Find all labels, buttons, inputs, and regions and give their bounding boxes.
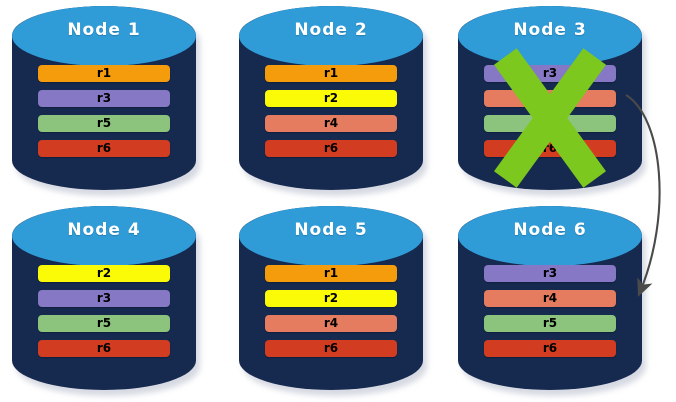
node-title: Node 6 bbox=[513, 220, 587, 240]
node-4[interactable]: Node 4 r2 r3 r5 r6 bbox=[12, 206, 200, 396]
record-bar[interactable]: r4 bbox=[265, 315, 397, 332]
record-bar[interactable]: r3 bbox=[38, 90, 170, 107]
record-bar[interactable]: r3 bbox=[38, 290, 170, 307]
record-bar[interactable]: r4 bbox=[484, 90, 616, 107]
record-list: r1 r2 r4 r6 bbox=[265, 65, 397, 157]
record-bar[interactable]: r2 bbox=[265, 90, 397, 107]
record-bar[interactable]: r4 bbox=[484, 290, 616, 307]
record-bar[interactable]: r1 bbox=[265, 265, 397, 282]
record-bar[interactable]: r6 bbox=[265, 340, 397, 357]
record-bar[interactable]: r3 bbox=[484, 65, 616, 82]
record-bar[interactable]: r6 bbox=[38, 340, 170, 357]
record-bar[interactable]: r6 bbox=[265, 140, 397, 157]
record-bar[interactable]: r6 bbox=[484, 340, 616, 357]
record-bar[interactable]: r5 bbox=[484, 315, 616, 332]
node-title: Node 4 bbox=[67, 220, 141, 240]
node-2[interactable]: Node 2 r1 r2 r4 r6 bbox=[239, 6, 427, 196]
cylinder-top bbox=[12, 6, 196, 66]
record-bar[interactable]: r2 bbox=[38, 265, 170, 282]
node-title: Node 1 bbox=[67, 20, 141, 40]
node-5[interactable]: Node 5 r1 r2 r4 r6 bbox=[239, 206, 427, 396]
record-bar[interactable]: r5 bbox=[38, 315, 170, 332]
record-bar[interactable]: r5 bbox=[484, 115, 616, 132]
record-bar[interactable]: r1 bbox=[38, 65, 170, 82]
record-list: r1 r2 r4 r6 bbox=[265, 265, 397, 357]
record-list: r3 r4 r5 r6 bbox=[484, 65, 616, 157]
record-bar[interactable]: r5 bbox=[38, 115, 170, 132]
cylinder-top bbox=[458, 206, 642, 266]
record-bar[interactable]: r2 bbox=[265, 290, 397, 307]
cylinder-top bbox=[239, 206, 423, 266]
record-bar[interactable]: r1 bbox=[265, 65, 397, 82]
node-title: Node 3 bbox=[513, 20, 587, 40]
record-bar[interactable]: r3 bbox=[484, 265, 616, 282]
record-bar[interactable]: r6 bbox=[38, 140, 170, 157]
node-6[interactable]: Node 6 r3 r4 r5 r6 bbox=[458, 206, 646, 396]
node-title: Node 2 bbox=[294, 20, 368, 40]
record-bar[interactable]: r6 bbox=[484, 140, 616, 157]
node-1[interactable]: Node 1 r1 r3 r5 r6 bbox=[12, 6, 200, 196]
node-title: Node 5 bbox=[294, 220, 368, 240]
record-list: r3 r4 r5 r6 bbox=[484, 265, 616, 357]
cylinder-top bbox=[12, 206, 196, 266]
node-3[interactable]: Node 3 r3 r4 r5 r6 bbox=[458, 6, 646, 196]
record-list: r1 r3 r5 r6 bbox=[38, 65, 170, 157]
cylinder-top bbox=[239, 6, 423, 66]
record-list: r2 r3 r5 r6 bbox=[38, 265, 170, 357]
record-bar[interactable]: r4 bbox=[265, 115, 397, 132]
